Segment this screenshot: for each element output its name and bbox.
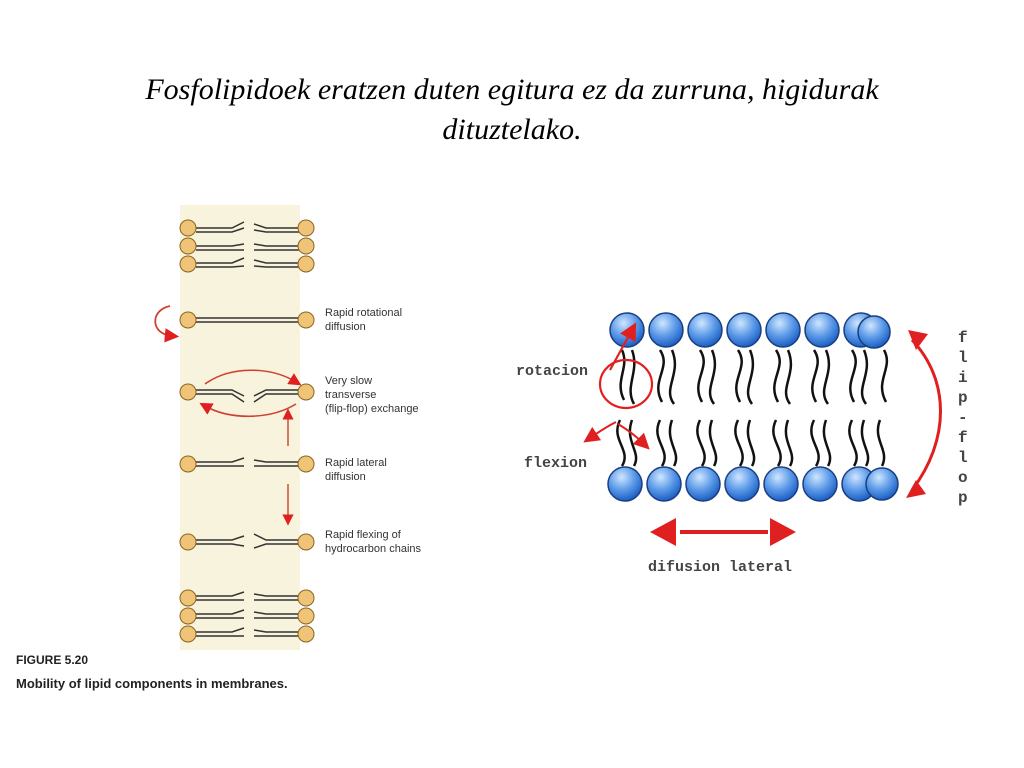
label-flexion: flexion	[524, 455, 587, 472]
flipflop-letter: o	[958, 469, 968, 487]
label-rotacion: rotacion	[516, 363, 588, 380]
flipflop-curve	[910, 338, 942, 491]
flexion-arrow-right	[617, 423, 650, 450]
title-line-1: Fosfolipidoek eratzen duten egitura ez d…	[145, 73, 879, 106]
flipflop-letter: i	[958, 369, 968, 387]
lower-tails	[616, 419, 886, 467]
label-flipflop-vertical: f l i p - f l o p	[958, 329, 968, 507]
flipflop-arrow-top	[204, 369, 302, 386]
flipflop-arrow-bottom	[199, 402, 297, 418]
lateral-lipid	[179, 408, 315, 526]
lower-heads	[607, 466, 877, 502]
flipflop-letter: p	[958, 489, 968, 507]
upper-heads	[609, 312, 879, 348]
label-rotational-1: Rapid rotational	[325, 307, 402, 319]
top-lipid-stack	[196, 221, 300, 268]
rotation-arrow	[154, 305, 180, 343]
flipflop-letter: -	[958, 409, 968, 427]
slide-title: Fosfolipidoek eratzen duten egitura ez d…	[60, 70, 964, 150]
rotation-arrow-right	[609, 322, 637, 371]
label-flipflop-2: transverse	[325, 389, 376, 401]
label-flexing-2: hydrocarbon chains	[325, 543, 422, 555]
pale-background	[180, 205, 300, 650]
flipflop-letter: p	[958, 389, 968, 407]
title-line-2: dituztelako.	[442, 113, 582, 146]
left-figure: Rapid rotational diffusion Very slow tra…	[16, 205, 422, 691]
upper-tails	[619, 349, 889, 405]
flipflop-letter: f	[958, 429, 968, 447]
label-difusion-lateral: difusion lateral	[648, 559, 792, 576]
label-flipflop-1: Very slow	[325, 375, 372, 387]
flipflop-letter: l	[958, 349, 968, 367]
rotational-lipid	[154, 305, 315, 343]
flexion-arrow-left	[583, 421, 617, 443]
label-lateral-1: Rapid lateral	[325, 457, 387, 469]
flipflop-lipid	[179, 369, 315, 418]
flipflop-letter: l	[958, 449, 968, 467]
flipflop-letter: f	[958, 329, 968, 347]
label-flipflop-3: (flip-flop) exchange	[325, 403, 419, 415]
figure-number: FIGURE 5.20	[16, 653, 88, 667]
label-rotational-2: diffusion	[325, 321, 366, 333]
right-figure: rotacion flexion difusion lateral f l i …	[516, 312, 968, 576]
flexing-lipid	[179, 533, 315, 551]
label-flexing-1: Rapid flexing of	[325, 529, 402, 541]
label-lateral-2: diffusion	[325, 471, 366, 483]
figure-caption: Mobility of lipid components in membrane…	[16, 676, 288, 691]
rotation-circle	[598, 358, 654, 410]
